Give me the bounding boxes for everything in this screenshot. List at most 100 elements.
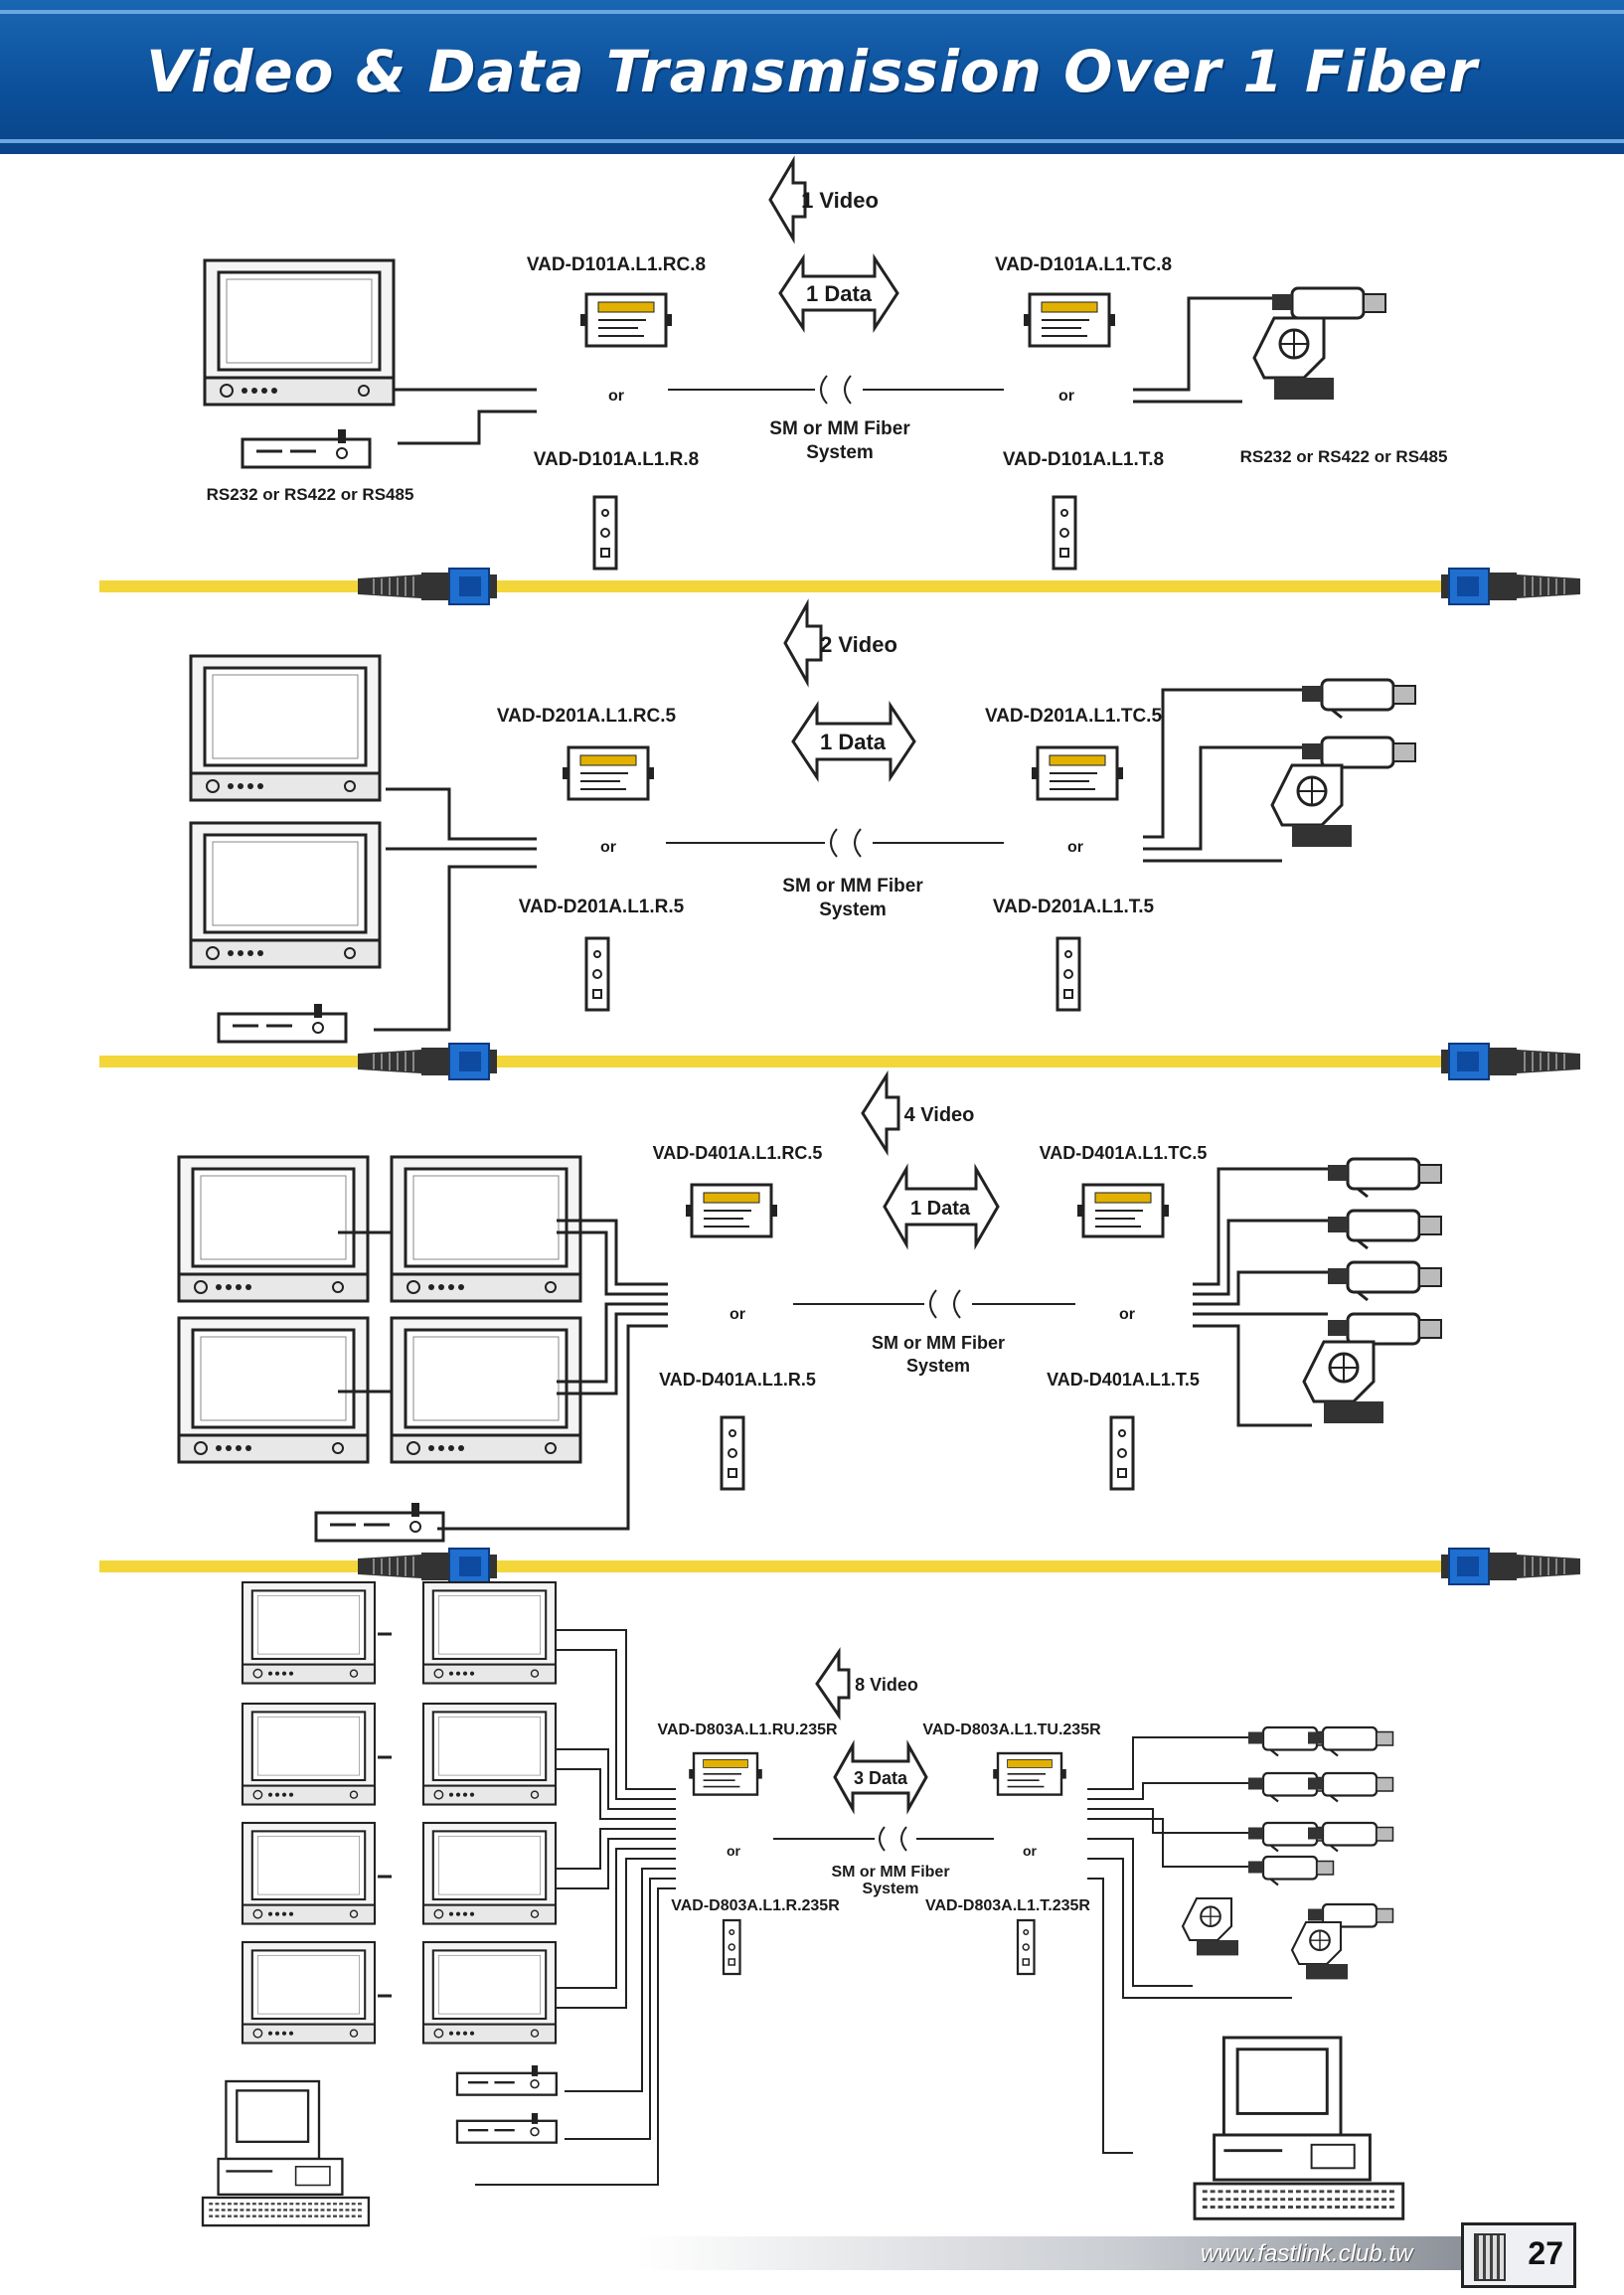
transmitter-unit xyxy=(992,1751,1068,1796)
receiver-model-bottom: VAD-D101A.L1.R.8 xyxy=(534,449,699,470)
transmitter-model-bottom: VAD-D803A.L1.T.235R xyxy=(925,1897,1090,1914)
monitor xyxy=(421,1702,558,1806)
monitor xyxy=(177,1155,370,1303)
monitor xyxy=(241,1702,377,1806)
page-number: 27 xyxy=(1528,2235,1563,2271)
video-direction-arrow: 2 Video xyxy=(783,598,897,688)
banner-stripe-top xyxy=(0,10,1624,14)
or-label-right: or xyxy=(1067,839,1083,856)
title-banner: Video & Data Transmission Over 1 Fiber xyxy=(0,0,1624,154)
data-direction-arrow: 1 Data xyxy=(883,1163,1000,1250)
data-count-label: 1 Data xyxy=(820,730,887,754)
camera xyxy=(1326,1209,1443,1250)
receiver-model-bottom: VAD-D803A.L1.R.235R xyxy=(671,1897,840,1914)
pan-tilt-head xyxy=(1181,1896,1240,1957)
receiver-model-bottom: VAD-D201A.L1.R.5 xyxy=(519,897,685,917)
fiber-connector-left xyxy=(357,1043,498,1080)
footer-bar xyxy=(636,2236,1461,2270)
receiver-model-top: VAD-D803A.L1.RU.235R xyxy=(657,1721,838,1738)
fiber-system-label: SM or MM Fiber xyxy=(782,876,923,897)
data-direction-arrow: 1 Data xyxy=(778,252,899,334)
transmitter-unit xyxy=(1075,1183,1171,1238)
or-label-left: or xyxy=(608,388,624,405)
page-tab-icon xyxy=(1474,2233,1506,2281)
monitor xyxy=(203,258,396,407)
video-count-label: 8 Video xyxy=(855,1675,918,1695)
video-count-label: 2 Video xyxy=(820,632,897,657)
transmitter-unit xyxy=(1030,745,1125,801)
section-2-diagram: 2 Video 1 Data VAD-D201A.L1.RC.5 VAD-D20… xyxy=(99,598,1581,1080)
transmitter-model-bottom: VAD-D201A.L1.T.5 xyxy=(993,897,1155,917)
receiver-model-bottom: VAD-D401A.L1.R.5 xyxy=(659,1370,816,1390)
fiber-connector-right xyxy=(1440,568,1581,605)
section-3-diagram: 4 Video 1 Data VAD-D401A.L1.RC.5 VAD-D40… xyxy=(99,1069,1581,1585)
monitor xyxy=(241,1580,377,1685)
receiver-card xyxy=(722,1918,741,1976)
video-count-label: 4 Video xyxy=(904,1104,975,1126)
data-count-label: 1 Data xyxy=(806,281,873,306)
keyboard-controller xyxy=(455,2063,559,2096)
fiber-system-label-2: System xyxy=(819,900,887,920)
receiver-card xyxy=(584,936,610,1012)
transmitter-card xyxy=(1109,1415,1135,1491)
computer xyxy=(201,2079,371,2227)
monitor xyxy=(241,1821,377,1925)
keyboard-controller xyxy=(241,427,372,469)
fiber-system-label: SM or MM Fiber xyxy=(769,418,910,439)
page-number-box: 27 xyxy=(1461,2222,1576,2288)
monitor xyxy=(421,1821,558,1925)
footer-url[interactable]: www.fastlink.club.tw xyxy=(1201,2240,1413,2267)
serial-interface-label-left: RS232 or RS422 or RS485 xyxy=(207,485,414,504)
data-direction-arrow: 1 Data xyxy=(791,701,916,782)
data-direction-arrow: 3 Data xyxy=(833,1739,928,1815)
banner-stripe-bottom xyxy=(0,139,1624,143)
pan-tilt-head xyxy=(1290,1920,1350,1981)
video-count-label: 1 Video xyxy=(801,188,879,213)
pan-tilt-head xyxy=(1302,1340,1385,1425)
receiver-model-top: VAD-D401A.L1.RC.5 xyxy=(653,1143,823,1163)
section-4-diagram: 8 Video 3 Data VAD-D803A.L1.RU.235R VAD-… xyxy=(201,1580,1405,2227)
keyboard-controller xyxy=(314,1501,445,1543)
monitor xyxy=(421,1580,558,1685)
monitor xyxy=(189,821,382,969)
fiber-connector-left xyxy=(357,1548,498,1585)
receiver-unit xyxy=(684,1183,779,1238)
keyboard-controller xyxy=(217,1002,348,1044)
or-label-right: or xyxy=(1058,388,1074,405)
receiver-card xyxy=(592,495,618,571)
transmitter-model-top: VAD-D101A.L1.TC.8 xyxy=(995,254,1172,275)
computer xyxy=(1193,2036,1405,2220)
transmitter-model-top: VAD-D401A.L1.TC.5 xyxy=(1040,1143,1208,1163)
receiver-card xyxy=(720,1415,745,1491)
fiber-connector-right xyxy=(1440,1548,1581,1585)
transmitter-card xyxy=(1056,936,1081,1012)
or-label-right: or xyxy=(1023,1843,1038,1859)
receiver-unit xyxy=(688,1751,763,1796)
pan-tilt-head xyxy=(1252,316,1336,402)
keyboard-controller xyxy=(455,2111,559,2144)
data-count-label: 3 Data xyxy=(854,1768,908,1788)
section-1-diagram: 1 Video 1 Data VAD-D101A.L1.RC.8 VAD-D10… xyxy=(99,155,1581,605)
camera xyxy=(1300,678,1417,720)
monitor xyxy=(390,1316,582,1464)
serial-interface-label-right: RS232 or RS422 or RS485 xyxy=(1240,447,1448,466)
video-direction-arrow: 8 Video xyxy=(815,1647,918,1721)
transmitter-model-top: VAD-D803A.L1.TU.235R xyxy=(922,1721,1101,1738)
receiver-model-top: VAD-D201A.L1.RC.5 xyxy=(497,706,677,727)
transmitter-card xyxy=(1016,1918,1036,1976)
receiver-model-top: VAD-D101A.L1.RC.8 xyxy=(527,254,706,275)
or-label-right: or xyxy=(1119,1306,1135,1323)
or-label-left: or xyxy=(730,1306,745,1323)
fiber-system-label: SM or MM Fiber xyxy=(872,1333,1005,1353)
transmitter-model-bottom: VAD-D101A.L1.T.8 xyxy=(1003,449,1164,470)
fiber-connector-right xyxy=(1440,1043,1581,1080)
camera xyxy=(1326,1157,1443,1199)
fiber-system-label-2: System xyxy=(906,1356,970,1376)
fiber-system-label-2: System xyxy=(806,442,874,463)
receiver-unit xyxy=(578,292,674,348)
camera xyxy=(1246,1855,1335,1886)
monitor xyxy=(189,654,382,802)
fiber-connector-left xyxy=(357,568,498,605)
page-title: Video & Data Transmission Over 1 Fiber xyxy=(146,38,1478,105)
pan-tilt-head xyxy=(1270,763,1354,849)
